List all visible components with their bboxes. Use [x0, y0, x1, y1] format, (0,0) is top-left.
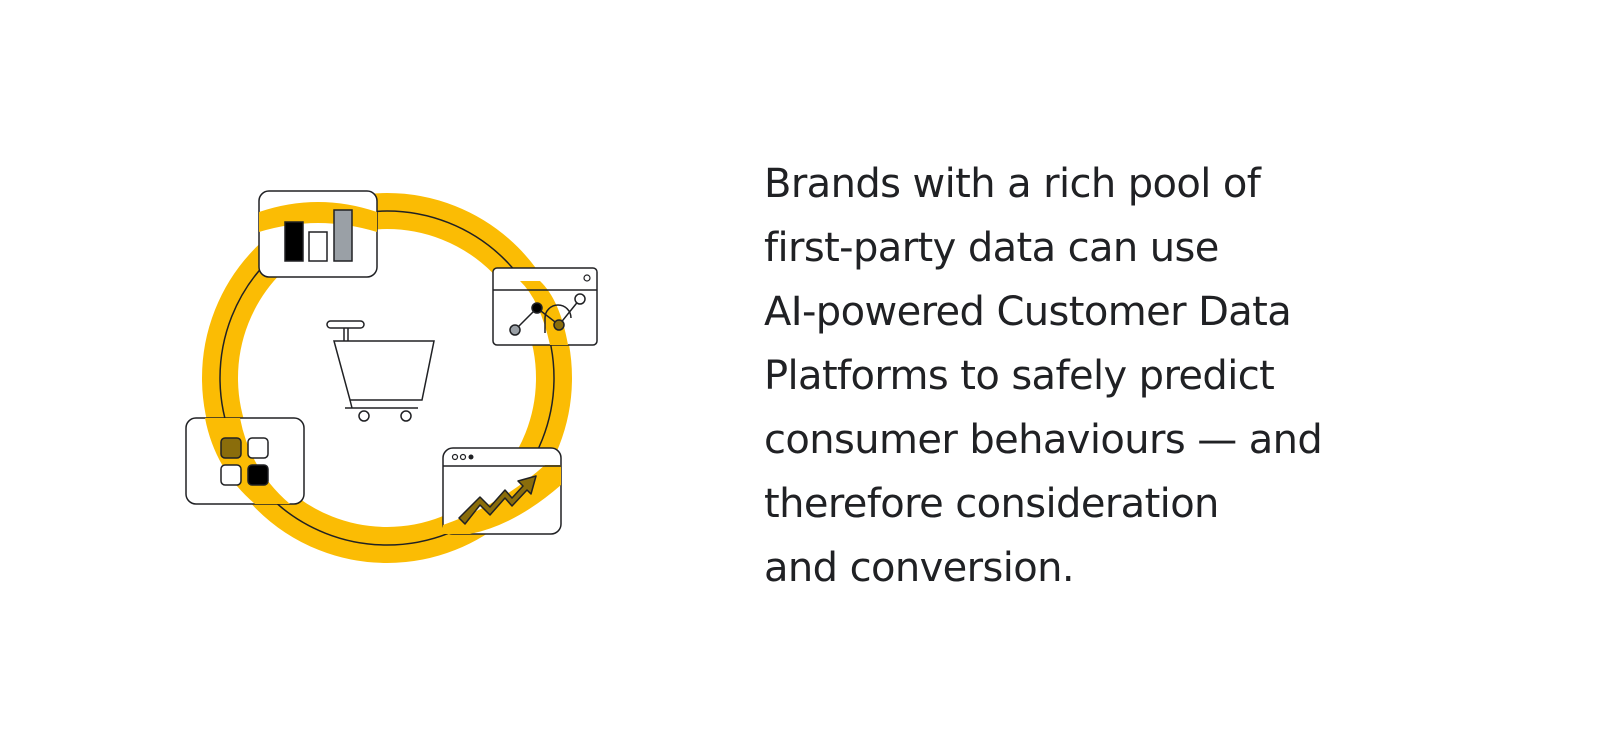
headline-line: consumer behaviours — and — [764, 417, 1323, 463]
trending-arrow-icon — [458, 475, 537, 525]
headline-line: AI-powered Customer Data — [764, 289, 1292, 335]
line-graph-icon — [509, 293, 586, 336]
cycle-outline-circle — [219, 210, 555, 546]
headline-line: and conversion. — [764, 545, 1075, 591]
bar-chart-card — [258, 190, 378, 278]
headline-text: Brands with a rich pool of first-party d… — [764, 152, 1464, 600]
app-grid-icon — [220, 437, 269, 486]
headline-line: Platforms to safely predict — [764, 353, 1275, 399]
cycle-illustration — [170, 175, 620, 575]
headline-line: therefore consideration — [764, 481, 1219, 527]
trending-arrow-window-card — [442, 447, 562, 535]
line-graph-window-card — [492, 267, 598, 346]
app-grid-card — [185, 417, 305, 505]
shopping-cart-icon — [326, 320, 435, 422]
bar-chart-icon — [284, 209, 353, 262]
headline-line: first-party data can use — [764, 225, 1219, 271]
headline-line: Brands with a rich pool of — [764, 161, 1261, 207]
